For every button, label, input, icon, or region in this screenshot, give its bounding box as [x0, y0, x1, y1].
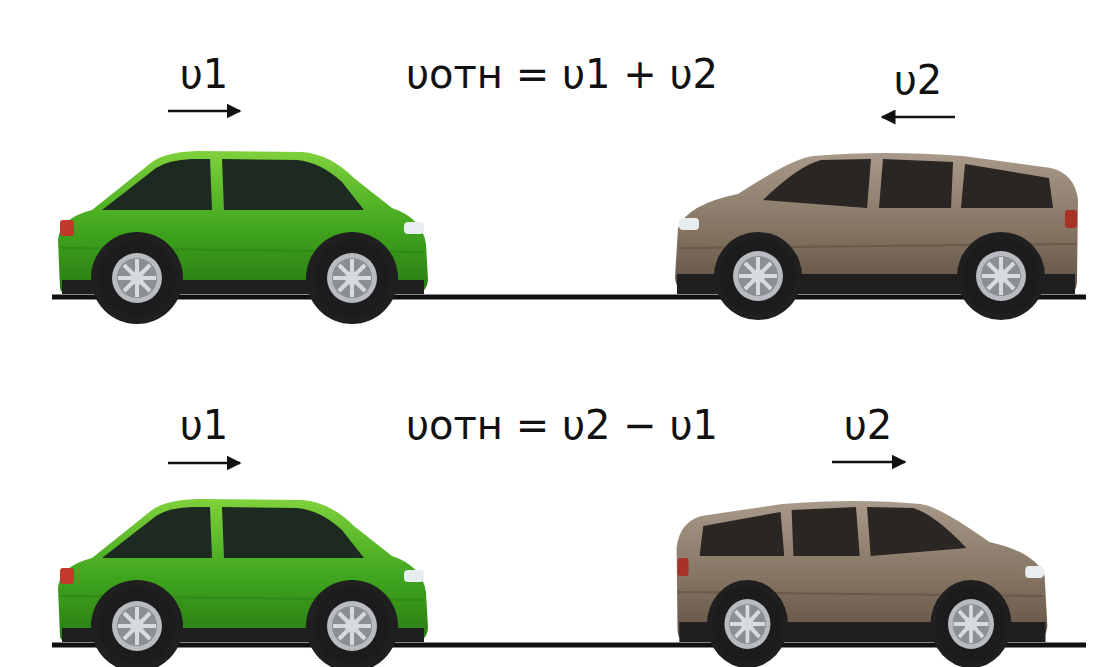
- relative-velocity-formula: υотн = υ1 + υ2: [406, 52, 718, 96]
- velocity-arrow: [832, 461, 905, 464]
- ground-line: [52, 295, 1086, 300]
- velocity-label: υ1: [180, 403, 229, 447]
- velocity-arrow: [168, 110, 240, 113]
- relative-velocity-formula: υотн = υ2 − υ1: [406, 403, 718, 447]
- velocity-label: υ1: [180, 52, 229, 96]
- ground-line: [52, 643, 1086, 648]
- velocity-arrow: [882, 116, 955, 119]
- green-car: [58, 499, 428, 667]
- velocity-label: υ2: [894, 58, 943, 102]
- green-car: [58, 151, 428, 324]
- velocity-arrow: [168, 462, 240, 465]
- brown-suv: [677, 501, 1048, 667]
- brown-suv: [675, 153, 1078, 320]
- velocity-label: υ2: [844, 403, 893, 447]
